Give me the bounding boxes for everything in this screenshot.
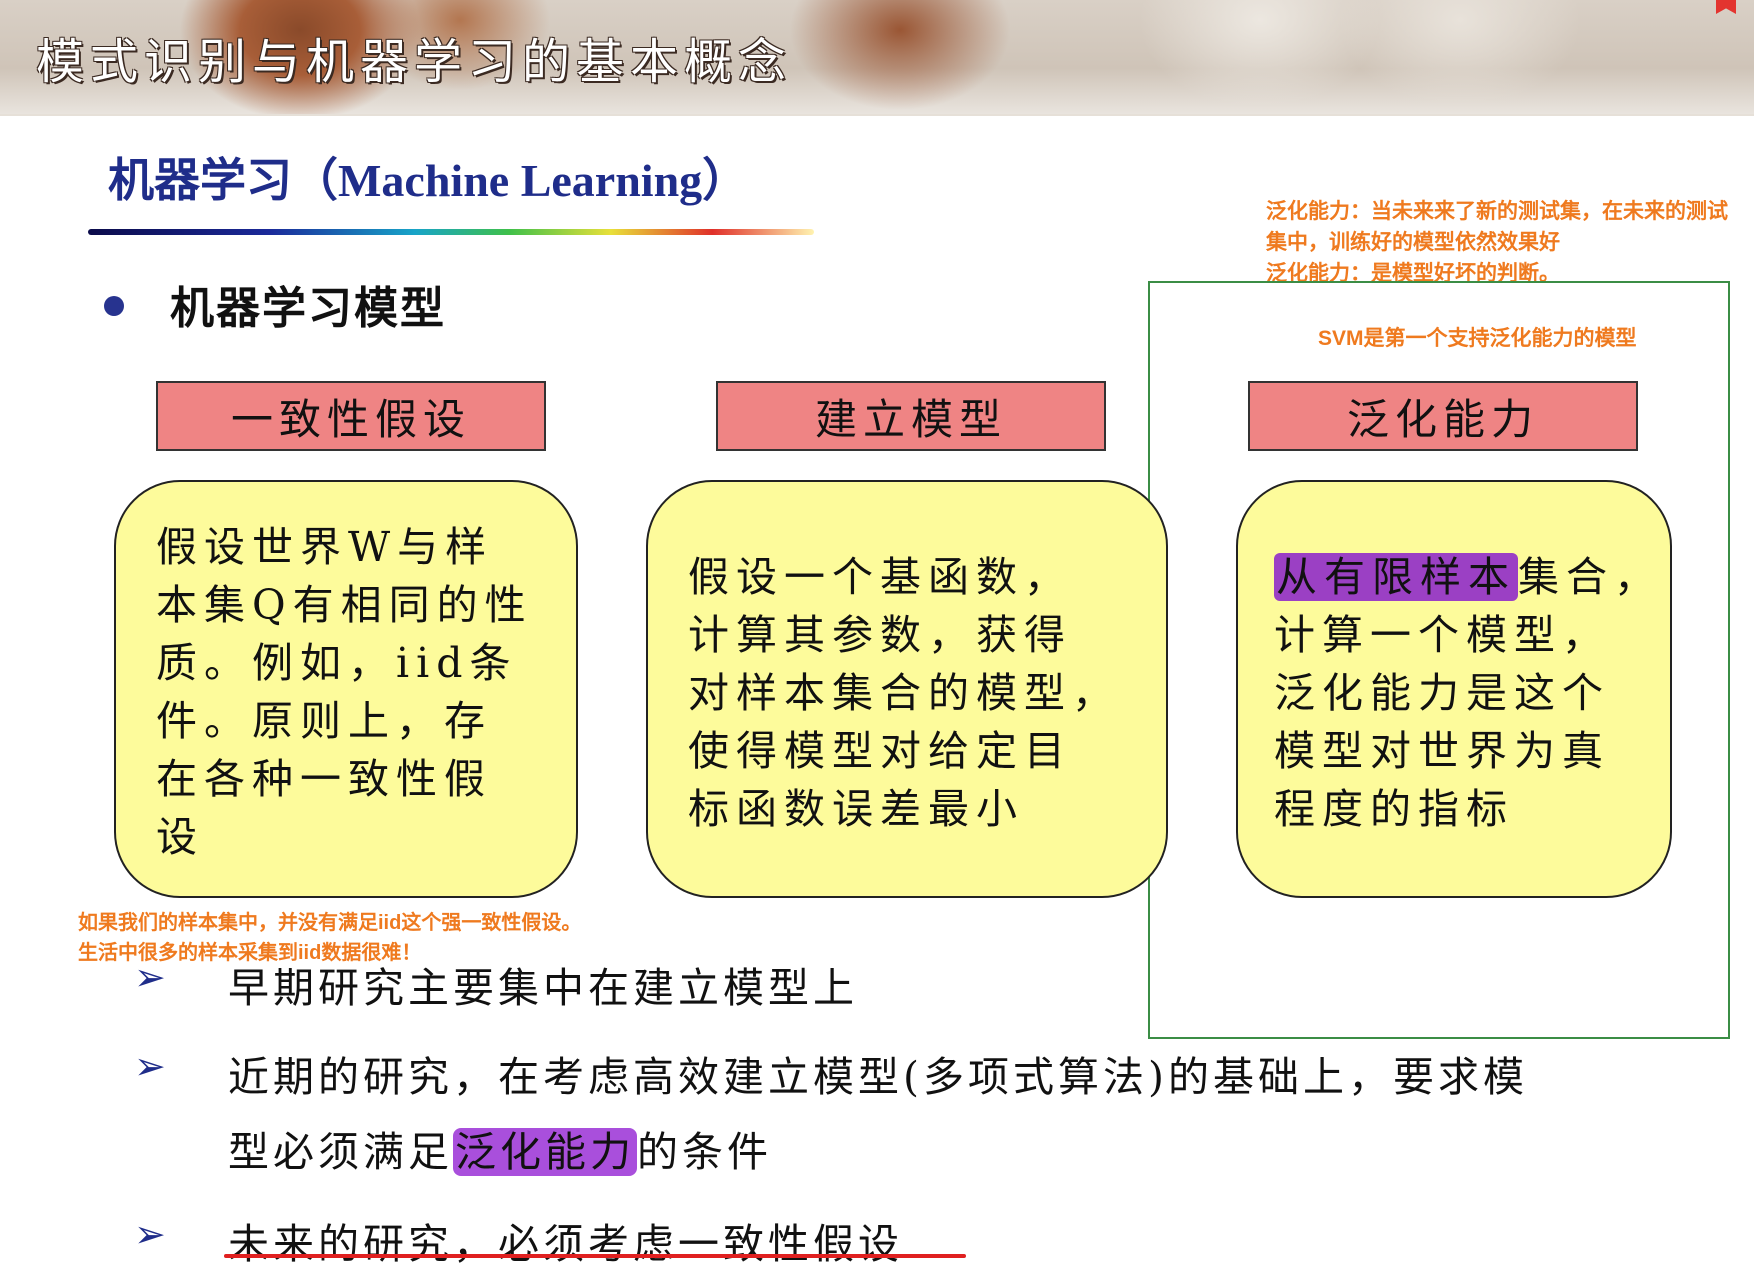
heading-cn: 机器学习 <box>108 153 292 207</box>
card-line: 假设一个基函数， <box>688 553 1072 601</box>
heading-divider <box>88 229 814 235</box>
note-line: 生活中很多的样本采集到iid数据很难！ <box>78 942 422 964</box>
title-banner: 模式识别与机器学习的基本概念 <box>0 0 1754 116</box>
card-line: 计算其参数，获得 <box>688 611 1072 659</box>
card-line: 使得模型对给定目 <box>688 727 1072 775</box>
slide-title: 模式识别与机器学习的基本概念 <box>36 34 793 90</box>
note-generalization: 泛化能力：当未来来了新的测试集，在未来的测试 集中，训练好的模型依然效果好 泛化… <box>1266 196 1728 289</box>
label-generalization: 泛化能力 <box>1248 381 1638 451</box>
card-generalization: 从有限样本集合， 计算一个模型， 泛化能力是这个 模型对世界为真 程度的指标 <box>1236 480 1672 898</box>
label-model-building: 建立模型 <box>716 381 1106 451</box>
section-heading: 机器学习（Machine Learning） <box>108 144 748 210</box>
card-line-first: 从有限样本集合， <box>1274 548 1662 606</box>
note-line: 如果我们的样本集中，并没有满足iid这个强一致性假设。 <box>78 912 582 934</box>
red-underline <box>224 1254 966 1258</box>
note-line: 泛化能力：是模型好坏的判断。 <box>1266 262 1560 285</box>
card-consistency: 假设世界W与样 本集Q有相同的性 质。例如，iid条 件。原则上，存 在各种一致… <box>114 480 578 898</box>
card-line: 对样本集合的模型， <box>688 669 1120 717</box>
card-model-building: 假设一个基函数， 计算其参数，获得 对样本集合的模型， 使得模型对给定目 标函数… <box>646 480 1168 898</box>
highlight-finite-samples: 从有限样本 <box>1274 553 1518 601</box>
card-text: 假设世界W与样 本集Q有相同的性 质。例如，iid条 件。原则上，存 在各种一致… <box>156 518 533 866</box>
highlight-generalization: 泛化能力 <box>453 1128 637 1176</box>
point-recent-research: 近期的研究，在考虑高效建立模型(多项式算法)的基础上，要求模 <box>228 1053 1528 1101</box>
card-line: 本集Q有相同的性 <box>156 581 533 629</box>
arrow-bullet-icon: ➢ <box>134 1044 166 1088</box>
card-line: 泛化能力是这个 <box>1274 669 1610 717</box>
note-line: 集中，训练好的模型依然效果好 <box>1266 231 1560 254</box>
text-pre: 型必须满足 <box>228 1128 453 1176</box>
card-line: 件。原则上，存 <box>156 697 492 745</box>
card-line: 模型对世界为真 <box>1274 727 1610 775</box>
card-line-rest: 集合， <box>1518 553 1662 601</box>
note-svm: SVM是第一个支持泛化能力的模型 <box>1318 327 1637 350</box>
card-line: 假设世界W与样 <box>156 523 494 571</box>
point-future-research: 未来的研究，必须考虑一致性假设 <box>228 1220 903 1268</box>
point-early-research: 早期研究主要集中在建立模型上 <box>228 964 858 1012</box>
text-post: 的条件 <box>637 1128 772 1176</box>
label-consistency: 一致性假设 <box>156 381 546 451</box>
arrow-bullet-icon: ➢ <box>134 1212 166 1256</box>
heading-en: （Machine Learning） <box>292 155 749 206</box>
card-line: 计算一个模型， <box>1274 611 1610 659</box>
bookmark-icon[interactable] <box>1716 0 1736 14</box>
card-line: 标函数误差最小 <box>688 785 1024 833</box>
card-text: 假设一个基函数， 计算其参数，获得 对样本集合的模型， 使得模型对给定目 标函数… <box>688 548 1120 838</box>
arrow-bullet-icon: ➢ <box>134 955 166 999</box>
note-iid: 如果我们的样本集中，并没有满足iid这个强一致性假设。 生活中很多的样本采集到i… <box>78 908 581 968</box>
card-text: 从有限样本集合， 计算一个模型， 泛化能力是这个 模型对世界为真 程度的指标 <box>1274 548 1662 838</box>
note-line: 泛化能力：当未来来了新的测试集，在未来的测试 <box>1266 200 1728 223</box>
bullet-heading: 机器学习模型 <box>170 283 446 334</box>
card-line: 设 <box>156 813 204 861</box>
point-recent-research-cont: 型必须满足泛化能力的条件 <box>228 1118 772 1178</box>
card-line: 质。例如，iid条 <box>156 639 518 687</box>
bullet-icon <box>104 296 124 316</box>
card-line: 在各种一致性假 <box>156 755 492 803</box>
card-line: 程度的指标 <box>1274 785 1514 833</box>
